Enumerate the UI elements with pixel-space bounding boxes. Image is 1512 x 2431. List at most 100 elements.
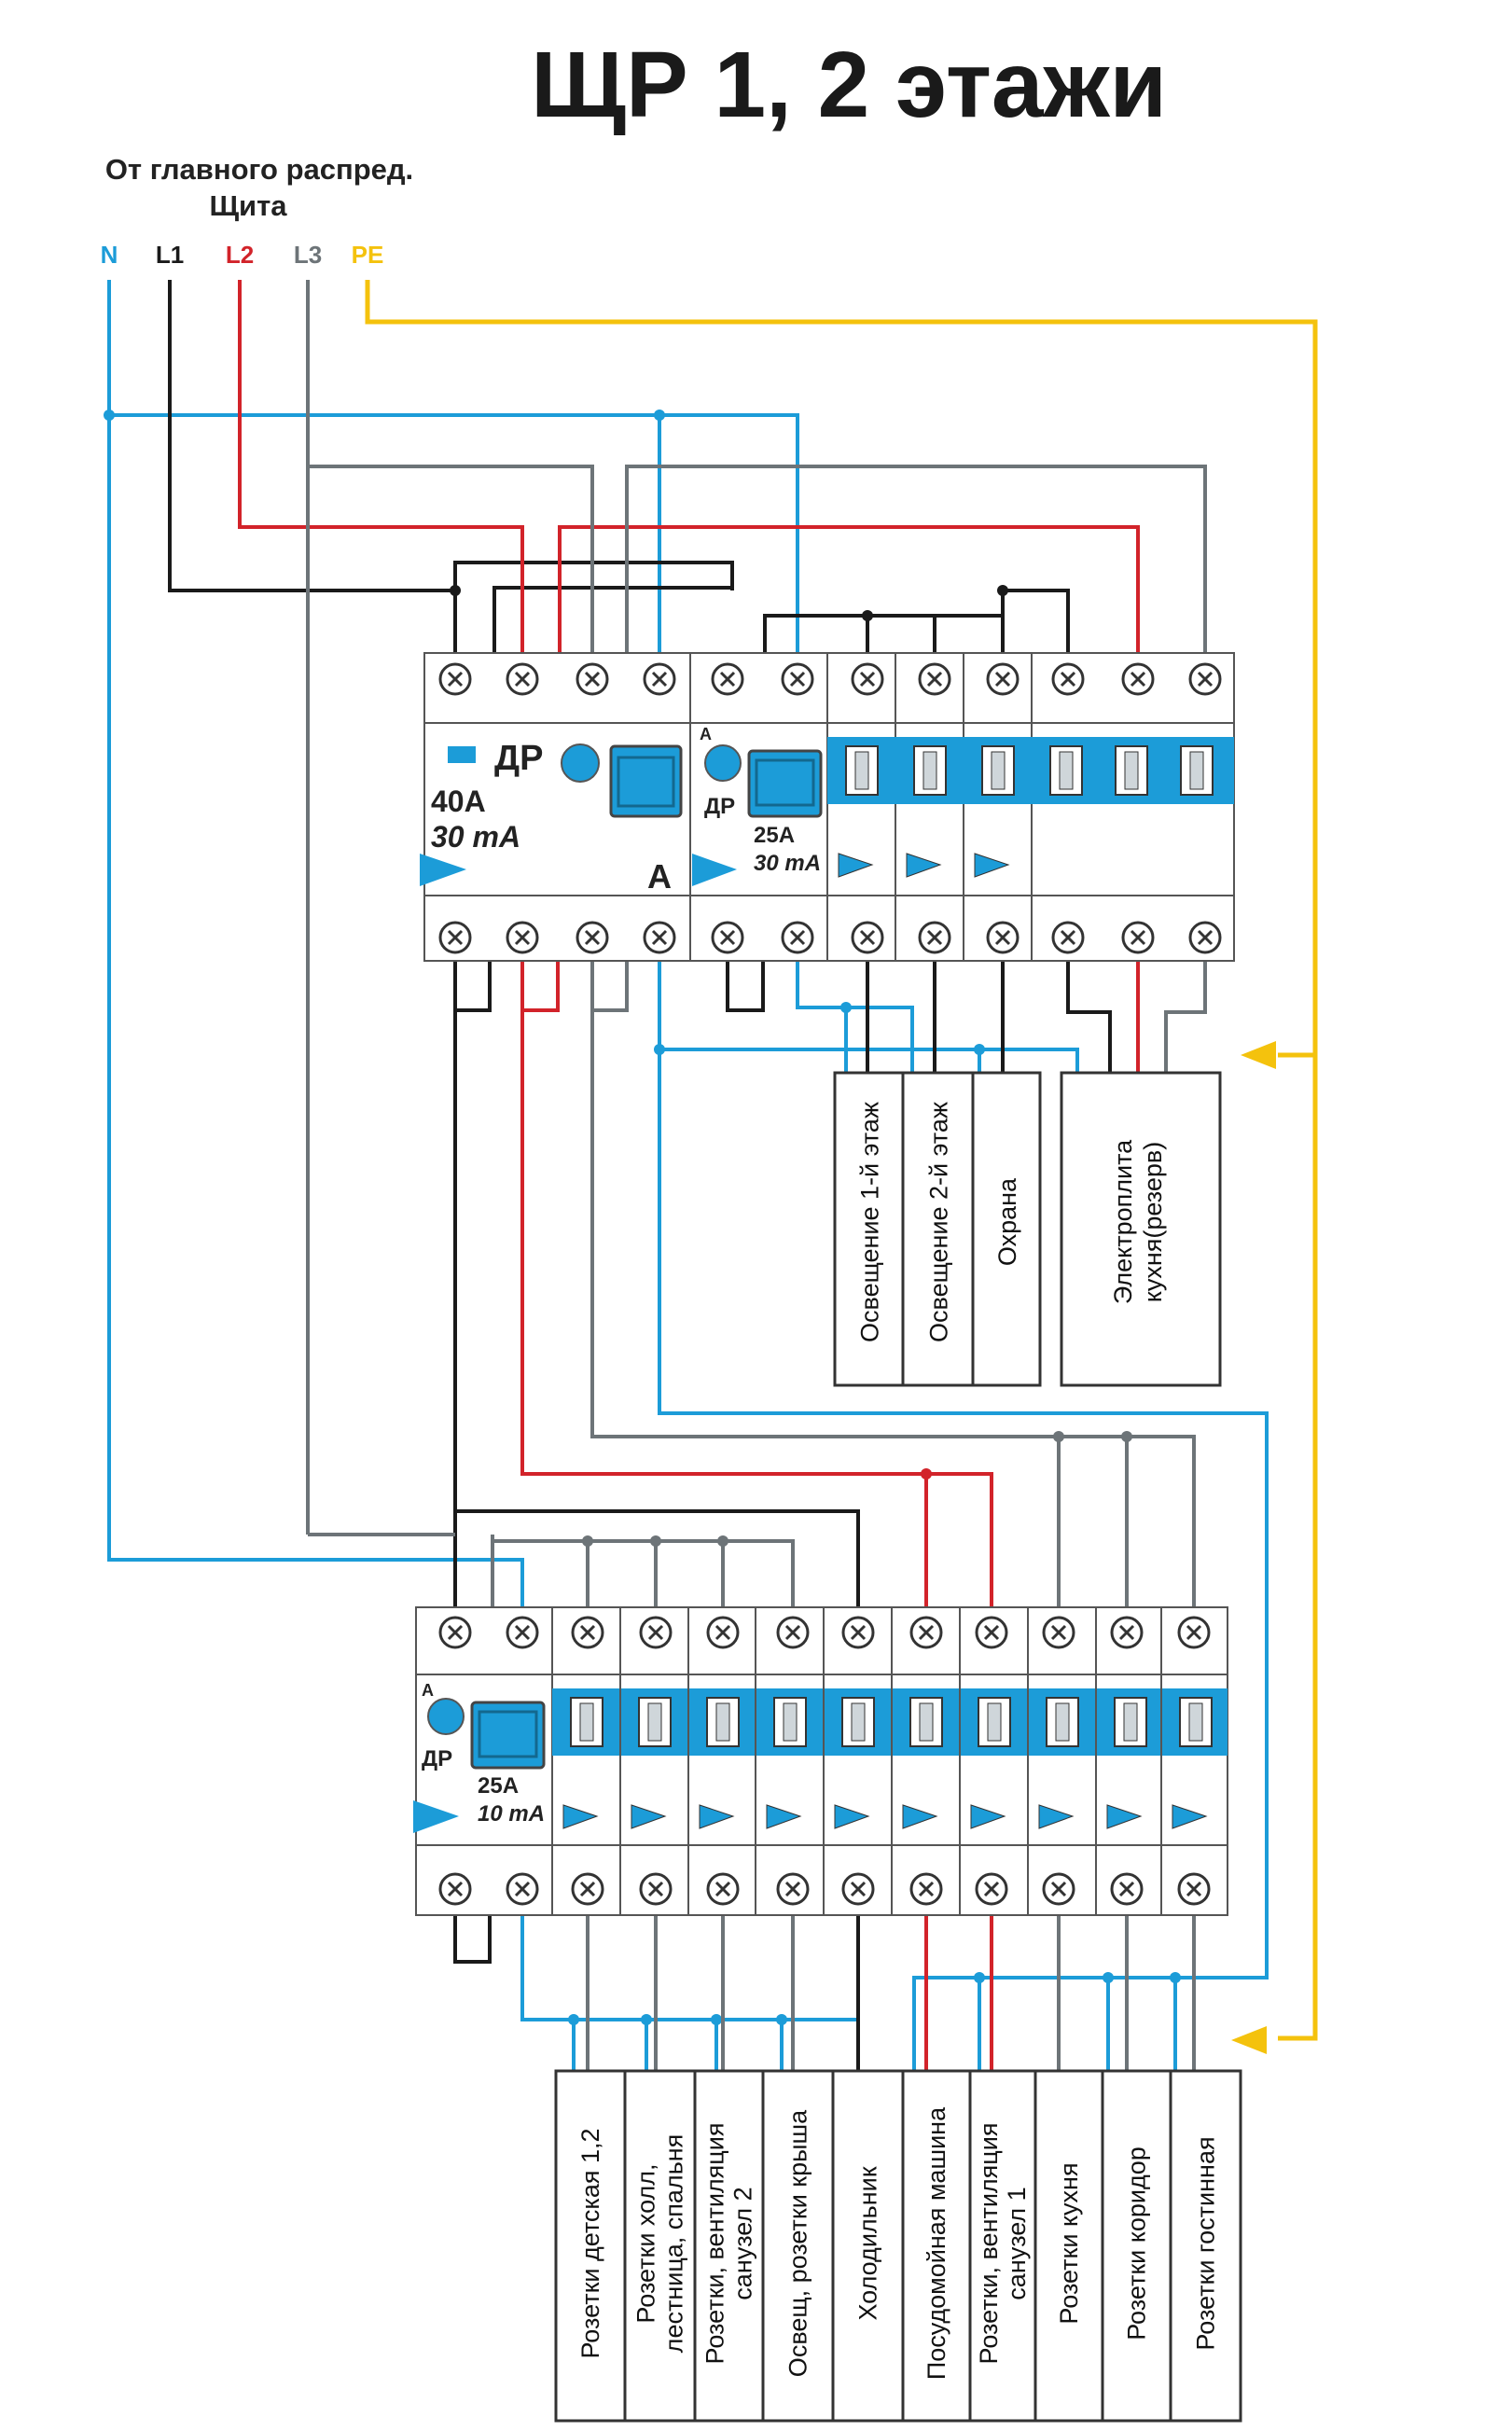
load-label: Розетки детская 1,2 [576,2128,604,2358]
breaker-10[interactable] [1172,1697,1213,1829]
breaker-handle-slot [1124,751,1139,790]
arrow-marker-icon [562,1804,599,1829]
junction-dot-n [840,1002,852,1013]
terminal-cross [850,1624,867,1641]
rcd-main-toggle[interactable] [609,744,683,818]
wire-l3 [1127,1435,1196,1607]
test-button[interactable] [704,744,742,782]
junction-dot-l3 [1053,1431,1064,1442]
breaker-5[interactable] [834,1697,875,1829]
load-box-3: Охрана [971,1071,1042,1387]
load-box-frame [831,2069,905,2423]
load-label: Освещение 1-й этаж [856,1102,884,1342]
breaker-handle-slot [647,1702,662,1742]
rcd-main-rating: 40A [431,785,486,818]
terminal-cross [714,1624,731,1641]
terminal-cross [714,1881,731,1897]
wire-l2 [520,1010,928,1607]
terminal-screw-icon [841,1872,875,1906]
load-box-1: Розетки детская 1,2 [554,2069,627,2423]
terminal-screw-icon [1188,921,1222,954]
breaker-1[interactable] [838,745,879,878]
load-box-8: Розетки кухня [1033,2069,1104,2423]
load-label: Розетки, вентиляция [701,2123,729,2365]
panel-1-loads: Освещение 1-й этаж Освещение 2-й этаж Охра… [833,1071,1222,1387]
breaker-handle-slot [1188,1702,1203,1742]
terminal-cross [850,1881,867,1897]
terminal-screw-icon [975,1872,1008,1906]
breaker-8[interactable] [1038,1697,1079,1829]
toggle-lever-icon [617,756,675,808]
terminal-screw-icon [438,1616,472,1649]
terminal-cross [584,671,601,688]
terminal-screw-icon [711,921,744,954]
arrow-marker-icon [1038,1804,1075,1829]
load-box-frame [1060,1071,1222,1387]
rcd-toggle[interactable] [470,1701,546,1770]
breaker-6[interactable] [902,1697,943,1829]
terminal-cross [579,1881,596,1897]
breaker-9[interactable] [1106,1697,1147,1829]
toggle-lever-icon [755,758,815,807]
terminal-cross [447,1624,464,1641]
rcd-small-type: A [700,725,712,743]
terminal-screw-icon [975,1616,1008,1649]
breaker-1[interactable] [562,1697,603,1829]
breaker-4[interactable] [766,1697,807,1829]
terminal-cross [447,671,464,688]
breaker-handle-slot [922,751,937,790]
wire-l2 [558,525,1140,653]
rcd-rating: 25A [478,1773,519,1799]
load-label: Охрана [993,1177,1021,1266]
breaker-7[interactable] [970,1697,1011,1829]
load-label: Освещение 2-й этаж [925,1102,953,1342]
rcd-small-toggle[interactable] [747,749,823,818]
terminal-cross [926,671,943,688]
panel-2-breakers [562,1607,1213,1915]
load-box-5: Холодильник [831,2069,905,2423]
arrow-marker-icon [902,1804,938,1829]
terminal-screw-icon [438,921,472,954]
source-label-line2: Щита [209,189,287,222]
terminal-cross [584,929,601,946]
terminal-screw-icon [1110,1616,1144,1649]
arrow-marker-icon [834,1804,870,1829]
terminal-screw-icon [909,1872,943,1906]
breaker-3[interactable] [974,745,1015,878]
test-button[interactable] [427,1698,465,1735]
terminal-screw-icon [1042,1616,1075,1649]
terminal-screw-icon [506,1872,539,1906]
terminal-screw-icon [506,662,539,696]
terminal-cross [647,1881,664,1897]
breaker-handle-slot [579,1702,594,1742]
wire-label-l1: L1 [156,241,184,269]
breaker-2[interactable] [631,1697,672,1829]
junction-dot-n [104,410,115,421]
terminal-cross [784,1881,801,1897]
load-label: Розетки холл, [632,2163,660,2323]
breaker-handle-slot [919,1702,934,1742]
arrow-marker-icon [838,853,874,878]
terminal-cross [514,929,531,946]
wire-l1 [453,961,492,1012]
load-box-frame [623,2069,697,2423]
rcd-main-label: ДР [494,739,543,778]
wire-l1 [726,961,765,1012]
wires-layer [104,280,1318,2071]
arrow-marker-icon [766,1804,802,1829]
breaker-4[interactable] [1049,745,1214,796]
load-label: Розетки коридор [1123,2146,1151,2341]
wire-label-l3: L3 [294,241,322,269]
breaker-handle-slot [1123,1702,1138,1742]
breaker-3[interactable] [699,1697,740,1829]
load-box-6: Посудомойная машина [901,2069,972,2423]
terminal-screw-icon [571,1872,604,1906]
breaker-2[interactable] [906,745,947,878]
rcd-label: ДР [422,1746,452,1771]
terminal-cross [926,929,943,946]
test-button[interactable] [561,743,600,783]
